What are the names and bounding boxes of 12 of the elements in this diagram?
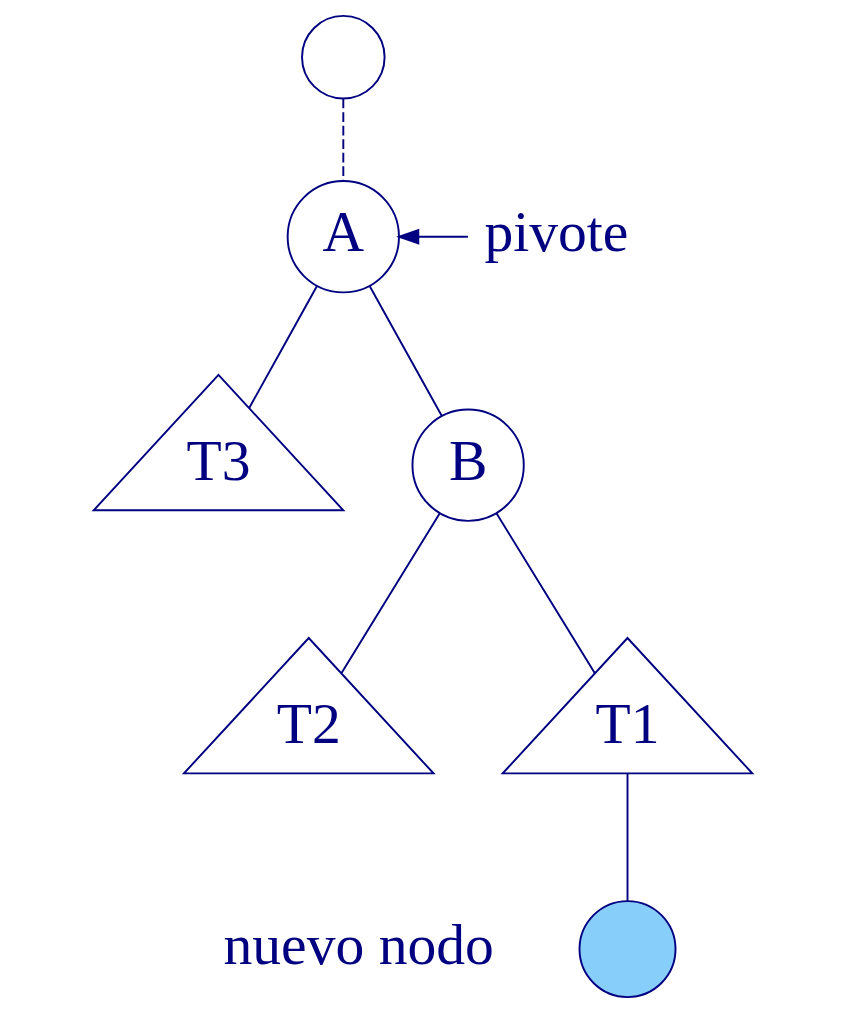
node-circle xyxy=(578,900,677,999)
node-circle: B xyxy=(411,408,525,522)
node-circle: A xyxy=(286,180,400,294)
arrow xyxy=(396,228,469,245)
connector xyxy=(368,285,443,417)
connector xyxy=(495,512,596,675)
node-text: pivote xyxy=(484,200,629,264)
connector xyxy=(626,772,629,902)
connector xyxy=(340,512,441,675)
node-label: nuevo nodo xyxy=(223,912,494,976)
node-circle xyxy=(301,14,386,100)
connector xyxy=(248,285,318,409)
